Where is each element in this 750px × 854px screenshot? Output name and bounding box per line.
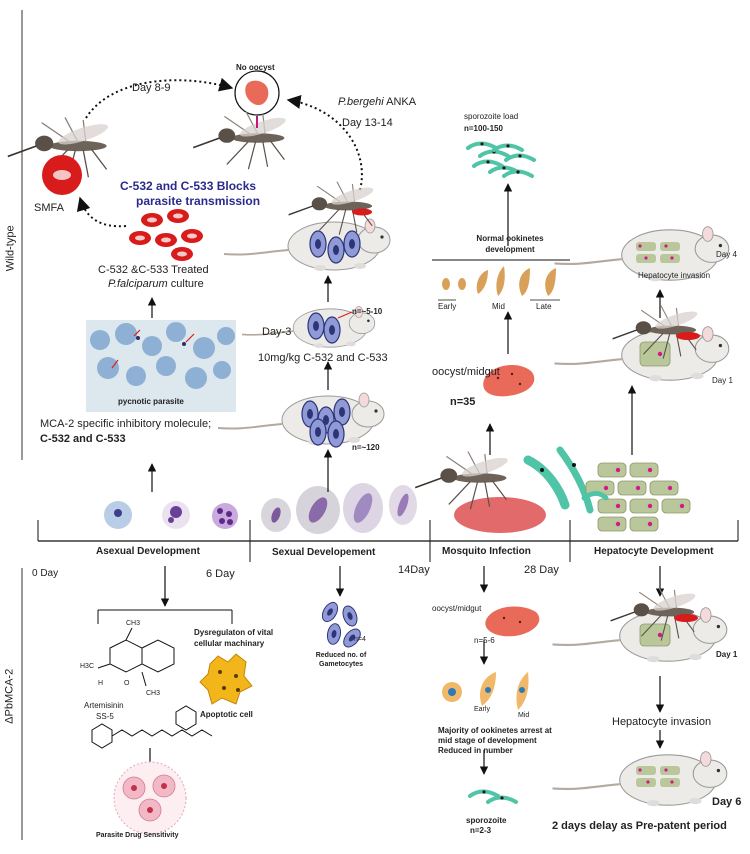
- day-0-label: 0 Day: [32, 568, 59, 579]
- reduced-line2: Gametocytes: [319, 661, 363, 668]
- ko-mouse-day1-image: [551, 587, 728, 664]
- mouse-day3-image: [241, 305, 376, 349]
- arrow-mouse-to-no-oocyst: [286, 95, 363, 191]
- ko-mid-label: Mid: [518, 712, 530, 719]
- apoptotic-label: Apoptotic cell: [200, 710, 253, 719]
- dysregulation-line2: cellular machinary: [194, 639, 265, 648]
- treated-line1: C-532 &C-533 Treated: [98, 264, 209, 276]
- day-1-label: Day 1: [712, 376, 733, 385]
- mouse-day0-image: [217, 392, 385, 448]
- day-28-label: 28 Day: [524, 564, 559, 576]
- ko-sporozoite-label: sporozoite: [466, 816, 507, 825]
- reduced-line1: Reduced no. of: [315, 652, 367, 659]
- ookinete-mid-label: Mid: [492, 302, 505, 311]
- row-label-knockout: ΔPbMCA-2: [3, 668, 16, 724]
- ko-day-6-label: Day 6: [712, 796, 742, 808]
- ko-hepatocyte-invasion-label: Hepatocyte invasion: [612, 716, 712, 728]
- ookinete-late-label: Late: [536, 302, 552, 311]
- smfa-label: SMFA: [34, 202, 64, 214]
- ko-sporozoite-image: [468, 788, 518, 804]
- mouse-day13-image: [223, 181, 391, 272]
- dose-label: 10mg/kg C-532 and C-533: [258, 352, 388, 364]
- day-3-label: Day-3: [262, 326, 292, 338]
- artemisinin-label: Artemisinin: [84, 701, 124, 710]
- mosquito-infection-image: [414, 446, 594, 533]
- blocks-line2: parasite transmission: [136, 194, 261, 208]
- ko-ookinetes-image: [442, 672, 529, 710]
- stage-asexual-label: Asexual Development: [96, 546, 200, 557]
- oocyst-midgut-label: oocyst/midgut: [432, 366, 500, 378]
- day-14-label: 14Day: [398, 564, 430, 576]
- apoptotic-cell-image: [199, 653, 253, 705]
- ss5-label: SS-5: [96, 712, 114, 721]
- ookinete-early-label: Early: [438, 302, 457, 311]
- arrow-smfa-to-no-oocyst: [85, 77, 234, 119]
- mouse-hepatocyte-day4-image: [553, 225, 730, 283]
- h-label: H: [98, 680, 104, 687]
- oocyst-midgut-image: [483, 365, 535, 397]
- mouse-hepatocyte-day1-image: [553, 305, 730, 383]
- hepatocyte-invasion-label: Hepatocyte invasion: [638, 271, 711, 280]
- treated-culture: culture: [167, 278, 204, 290]
- n-5-10-label: n=~5-10: [352, 307, 383, 316]
- stage-hepatocyte-label: Hepatocyte Development: [594, 546, 714, 557]
- ch3-top-label: CH3: [126, 620, 141, 627]
- normal-ookinetes-line2: development: [485, 245, 535, 254]
- ko-n-2-3-label: n=2-3: [470, 826, 492, 835]
- no-oocyst-label: No oocyst: [236, 63, 275, 72]
- ko-oocyst-midgut-image: [485, 606, 540, 637]
- sporozoite-cluster-image: [466, 140, 536, 178]
- dysregulation-line1: Dysregulaton of vital: [194, 628, 274, 637]
- ookinete-stages-image: [438, 266, 560, 301]
- treated-species: P.falciparum: [108, 278, 168, 290]
- rbc-culture-image: [129, 209, 203, 261]
- ch3-bottom-label: CH3: [146, 690, 161, 697]
- sexual-stage-images: [261, 483, 417, 534]
- n-120-label: n=~120: [352, 443, 380, 452]
- stage-sexual-label: Sexual Developement: [272, 547, 376, 558]
- no-oocyst-image: [192, 70, 289, 170]
- row-label-wildtype: Wild-type: [4, 225, 17, 272]
- pycnotic-label: pycnotic parasite: [118, 397, 184, 406]
- ko-day-1-label: Day 1: [716, 650, 738, 659]
- h3c-label: H3C: [80, 663, 95, 670]
- arrow-culture-to-smfa: [76, 196, 127, 228]
- day-13-14-label: Day 13-14: [342, 117, 393, 129]
- ko-n-4-label: n=4: [354, 636, 366, 643]
- day-4-label: Day 4: [716, 250, 737, 259]
- arrest-line1: Majority of ookinetes arrest at: [438, 726, 552, 735]
- ko-early-label: Early: [474, 706, 490, 713]
- blocks-line1: C-532 and C-533 Blocks: [120, 179, 257, 193]
- ko-oocyst-midgut-label: oocyst/midgut: [432, 604, 482, 613]
- ko-n-5-6-label: n=5-6: [474, 636, 495, 645]
- mca2-label: MCA-2 specific inhibitory molecule;: [40, 418, 212, 430]
- n-100-150-label: n=100-150: [464, 124, 503, 133]
- n-35-label: n=35: [450, 396, 476, 408]
- ss5-structure: [91, 705, 213, 749]
- anka-label: ANKA: [383, 96, 417, 108]
- stage-mosquito-label: Mosquito Infection: [442, 546, 531, 557]
- hepatocyte-stage-image: [581, 462, 691, 532]
- artemisinin-structure: [97, 627, 175, 687]
- drug-sensitivity-image: [113, 761, 187, 835]
- ko-mouse-day6-image: [551, 750, 728, 808]
- sporozoite-load-label: sporozoite load: [464, 112, 519, 121]
- arrest-line2: mid stage of development: [438, 736, 537, 745]
- smfa-mosquito-image: [6, 116, 111, 195]
- micrograph-image: [86, 320, 236, 412]
- drug-sensitivity-label: Parasite Drug Sensitivity: [96, 832, 179, 839]
- pbergehi-label: P.bergehi: [338, 96, 384, 108]
- arrest-line3: Reduced in number: [438, 746, 513, 755]
- asexual-stage-images: [104, 501, 238, 529]
- normal-ookinetes-line1: Normal ookinetes: [476, 234, 544, 243]
- day-6-label: 6 Day: [206, 568, 235, 580]
- day-8-9-label: Day 8-9: [132, 82, 171, 94]
- o-label: O: [124, 680, 130, 687]
- mca2-compounds-label: C-532 and C-533: [40, 433, 126, 445]
- delay-label: 2 days delay as Pre-patent period: [552, 820, 727, 832]
